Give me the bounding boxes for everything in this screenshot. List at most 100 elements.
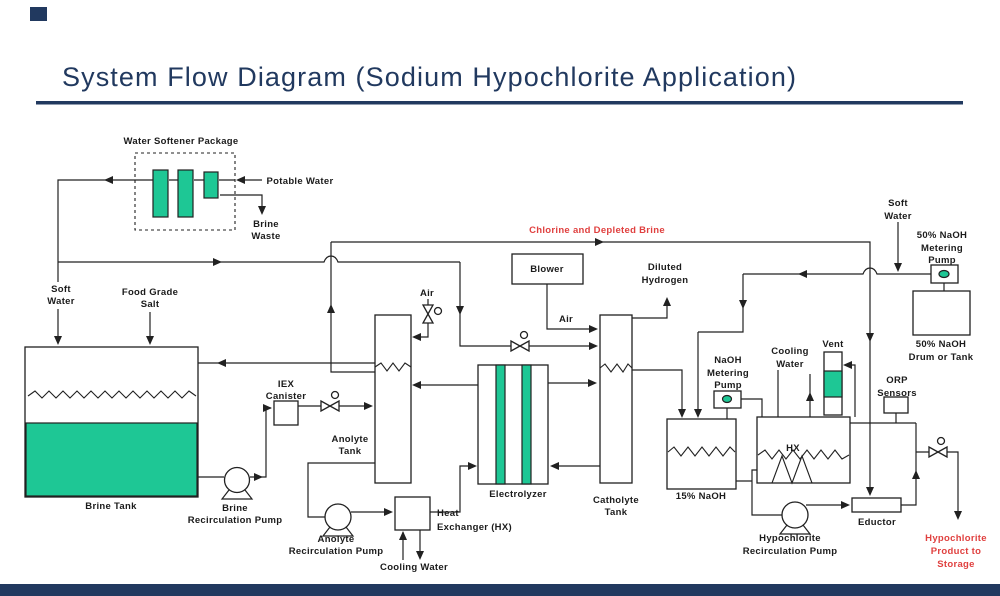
label-eductor: Eductor	[858, 517, 896, 528]
anolyte-pump-casing	[324, 503, 352, 531]
electrolyzer-body	[477, 364, 549, 485]
label-naoh50-pump: Metering	[921, 243, 963, 254]
label-water-softener: Water Softener Package	[123, 136, 238, 147]
slide-accent-square	[30, 7, 47, 21]
brine-pump-feet	[220, 489, 254, 500]
softener-vessel-1	[152, 169, 169, 218]
orp-sensors-body	[883, 396, 909, 414]
hypochlorite-level	[757, 449, 850, 460]
valve-actuator-icon	[330, 390, 340, 400]
page-title: System Flow Diagram (Sodium Hypochlorite…	[62, 62, 797, 92]
label-naoh-pump: Metering	[707, 368, 749, 379]
label-naoh-pump: Pump	[714, 380, 742, 391]
eductor	[851, 497, 902, 513]
valve-air-anolyte	[421, 304, 443, 324]
valve-icon	[510, 339, 530, 353]
blower	[511, 253, 584, 285]
label-iex-canister: Canister	[266, 391, 306, 402]
label-vent: Vent	[822, 339, 844, 350]
valve-actuator-icon	[936, 436, 946, 446]
slide-footer-bar	[0, 584, 1000, 596]
water-softener-package	[134, 152, 236, 231]
label-soft-water-left: Soft	[51, 284, 71, 295]
softener-vessel-3	[203, 171, 219, 199]
iex-canister	[273, 400, 299, 426]
hypo-pump-casing	[781, 501, 809, 529]
label-hypo-product: Storage	[937, 559, 974, 570]
label-heat-exchanger: Heat	[437, 508, 459, 519]
pipe-anolyte-pump-suction	[307, 462, 375, 518]
pipe-brine-pump-discharge	[250, 407, 271, 478]
label-air-valve: Air	[420, 288, 434, 299]
vent-packing	[823, 370, 843, 398]
label-iex-canister: IEX	[278, 379, 295, 390]
label-cooling-water-right: Cooling	[771, 346, 808, 357]
brine-tank-liquid	[25, 422, 198, 497]
brine-tank-level	[27, 390, 197, 399]
catholyte-tank-body	[599, 314, 633, 484]
label-chlorine-header: Chlorine and Depleted Brine	[529, 225, 665, 236]
anolyte-pump-feet	[321, 526, 355, 537]
pipe-blower-air	[546, 284, 596, 330]
label-hx: HX	[786, 443, 800, 454]
pipe-vent-line	[846, 364, 856, 417]
valve-product	[928, 436, 948, 459]
label-anolyte-tank: Tank	[339, 446, 362, 457]
catholyte-level	[599, 363, 633, 373]
brine-recirculation-pump	[220, 466, 254, 500]
naoh50-metering-pump	[930, 264, 959, 284]
valve-icon	[421, 304, 435, 324]
anolyte-level	[374, 362, 412, 372]
label-catholyte-tank: Tank	[605, 507, 628, 518]
pipe-product-line	[901, 423, 959, 515]
blower-body	[511, 253, 584, 285]
label-hypo-pump: Hypochlorite	[759, 533, 821, 544]
pipe-diluted-hydrogen	[632, 300, 668, 319]
label-naoh-15: 15% NaOH	[676, 491, 726, 502]
pipe-hypo-pump-suction	[736, 469, 782, 516]
label-hypo-pump: Recirculation Pump	[743, 546, 838, 557]
label-soft-water-right: Soft	[888, 198, 908, 209]
valve-actuator-icon	[433, 306, 443, 316]
naoh-15-tank	[666, 418, 737, 490]
label-food-grade-salt: Salt	[141, 299, 160, 310]
title-rule	[36, 101, 963, 105]
brine-tank	[24, 346, 199, 498]
label-hypo-product: Hypochlorite	[925, 533, 987, 544]
label-naoh50-pump: Pump	[928, 255, 956, 266]
label-soft-water-left: Water	[47, 296, 75, 307]
pipe-hx-to-electrolyzer	[430, 465, 475, 513]
label-electrolyzer: Electrolyzer	[489, 489, 546, 500]
label-food-grade-salt: Food Grade	[122, 287, 178, 298]
valve-soft-water-catholyte	[510, 330, 530, 353]
hypochlorite-tank	[756, 416, 851, 485]
pipe-orp-header	[839, 413, 916, 442]
naoh-15-level	[667, 446, 736, 457]
naoh-metering-pump-head	[721, 394, 733, 404]
naoh50-drum-body	[912, 290, 971, 336]
pipe-chlorine-header	[331, 241, 871, 494]
pipe-softener-outlet	[57, 179, 135, 262]
label-brine-pump: Brine	[222, 503, 248, 514]
label-diluted-hydrogen: Diluted	[648, 262, 682, 273]
iex-canister-body	[273, 400, 299, 426]
electrolyzer-cell-2	[521, 364, 532, 485]
anolyte-recirculation-pump	[321, 503, 355, 537]
diagram-labels: Water Softener Package Potable Water Bri…	[47, 136, 987, 573]
catholyte-tank	[599, 314, 633, 484]
naoh50-drum	[912, 290, 971, 336]
softener-vessel-2	[177, 169, 194, 218]
label-brine-pump: Recirculation Pump	[188, 515, 283, 526]
valve-icon	[928, 445, 948, 459]
label-naoh50-drum: 50% NaOH	[916, 339, 966, 350]
orp-sensors	[883, 396, 909, 414]
label-anolyte-pump: Anolyte	[318, 534, 355, 545]
label-diluted-hydrogen: Hydrogen	[642, 275, 689, 286]
label-potable-water: Potable Water	[267, 176, 334, 187]
label-air-blower: Air	[559, 314, 573, 325]
electrolyzer	[477, 364, 549, 485]
label-anolyte-pump: Recirculation Pump	[289, 546, 384, 557]
label-naoh50-pump: 50% NaOH	[917, 230, 967, 241]
